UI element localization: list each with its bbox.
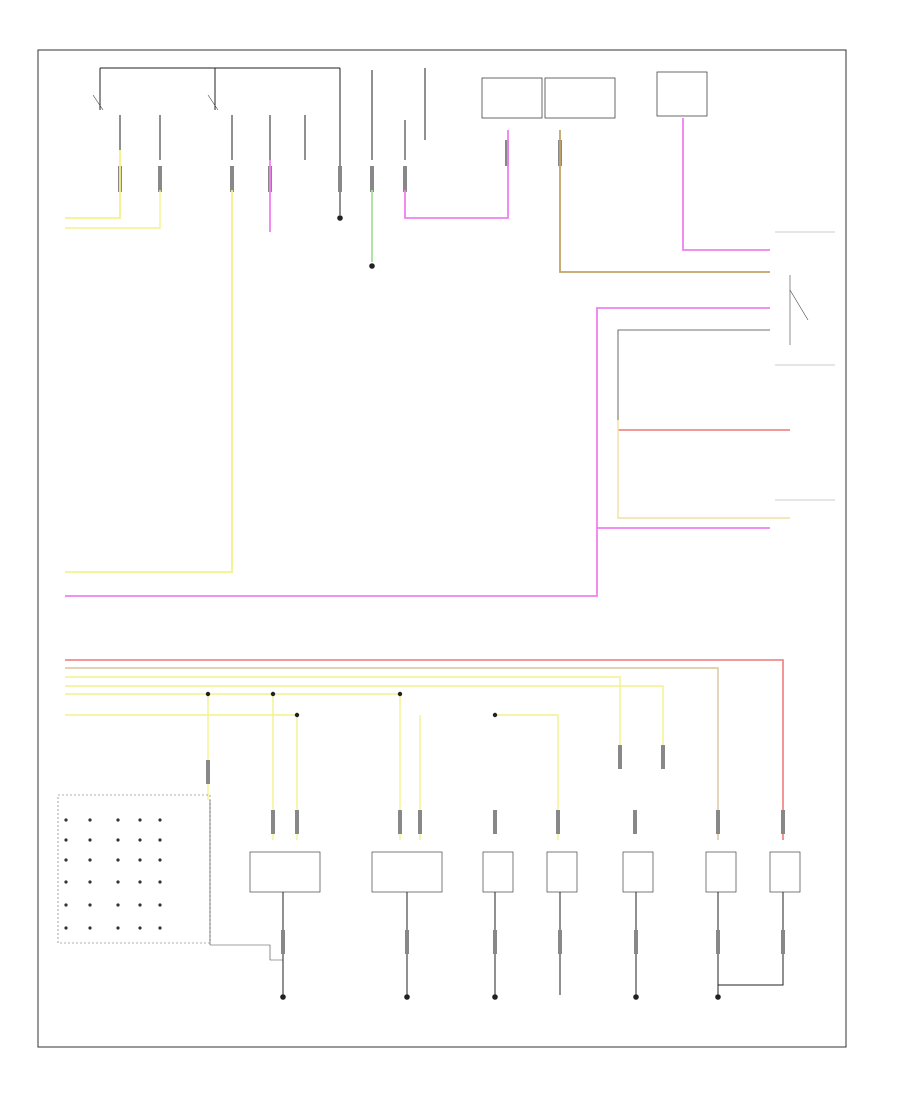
bottom-connectors (206, 745, 785, 834)
right-separators (775, 231, 835, 501)
wire-yellow-long (65, 190, 233, 573)
wire-tan (559, 130, 770, 273)
ground-symbols-bottom (280, 994, 721, 1000)
right-switch (789, 275, 809, 345)
bus-red (65, 659, 784, 840)
bus-yellow-1 (65, 676, 621, 760)
module-box-1 (481, 77, 543, 119)
top-switch-bus (92, 67, 341, 215)
wire-pink-right-upper (682, 118, 770, 251)
bus-yellow-3 (65, 693, 401, 840)
ground-symbols-top (337, 215, 375, 269)
instrument-cluster (57, 794, 283, 961)
wire-yellow-left (65, 150, 121, 219)
bus-tan (65, 667, 719, 840)
splice-points (205, 691, 498, 718)
module-box-3 (656, 71, 708, 117)
bus-yellow-2 (65, 685, 664, 760)
bus-yellow-4 (65, 714, 298, 840)
wire-pink-right-mid (596, 307, 770, 528)
bottom-modules (249, 851, 801, 893)
wire-pink-upper (404, 130, 509, 219)
wire-tan-short (617, 420, 790, 519)
wire-yellow-left-2 (65, 190, 161, 229)
wire-pink-long (65, 527, 770, 597)
bottom-ground-connectors (281, 930, 785, 954)
diagram-border (37, 49, 847, 1048)
module-box-2 (544, 77, 616, 119)
bottom-ground-wires (282, 892, 784, 995)
wire-yellow-b4 (495, 714, 559, 840)
top-wire-stubs (119, 68, 426, 160)
wire-black-mid (617, 329, 770, 420)
